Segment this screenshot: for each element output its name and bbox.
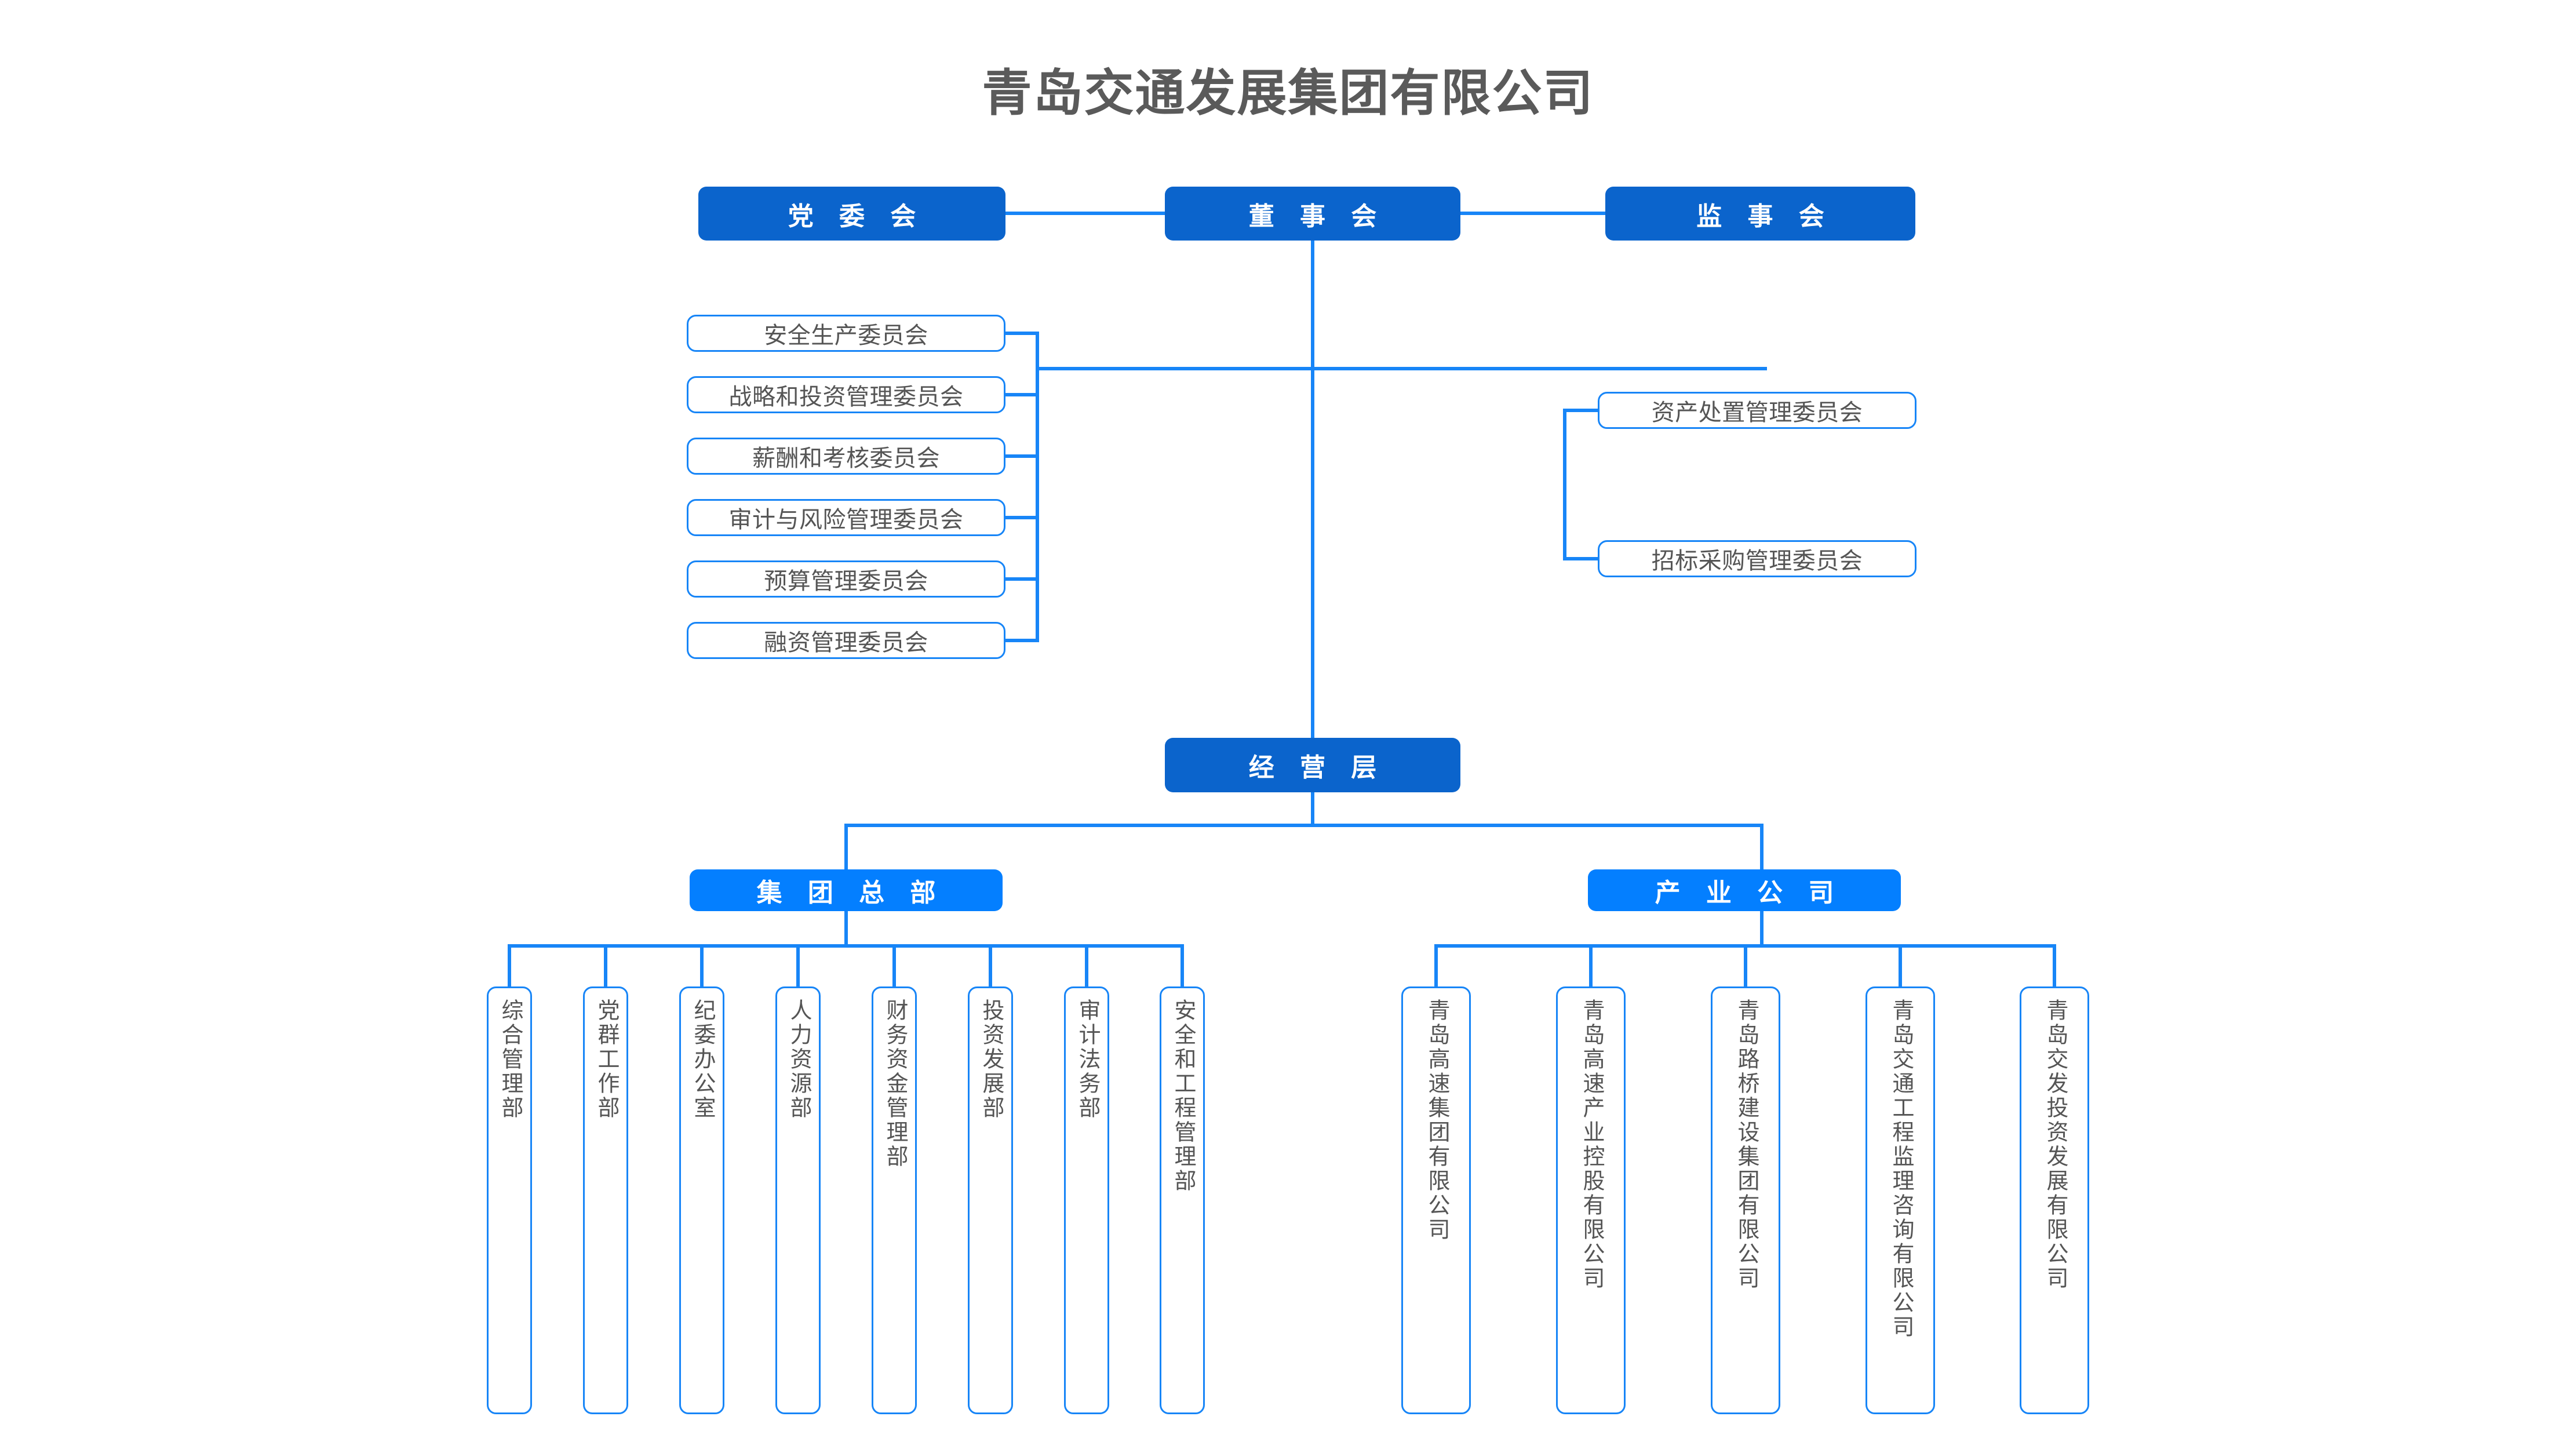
node-industrial-companies[interactable]: 产 业 公 司 [1588,869,1901,911]
node-committee-asset-disposal[interactable]: 资产处置管理委员会 [1598,392,1916,429]
department-label: 人力资源部 [786,999,811,1120]
node-subsidiary-qingdao-expressway-group[interactable]: 青岛高速集团有限公司 [1401,986,1471,1414]
subsidiary-label: 青岛路桥建设集团有限公司 [1733,999,1758,1291]
node-department-audit-legal[interactable]: 审计法务部 [1064,986,1109,1414]
node-party-committee[interactable]: 党 委 会 [698,187,1005,241]
node-committee-compensation-appraisal[interactable]: 薪酬和考核委员会 [687,438,1005,475]
node-committee-safety-production[interactable]: 安全生产委员会 [687,315,1005,352]
subsidiary-label: 青岛交发投资发展有限公司 [2042,999,2067,1291]
subsidiary-label: 青岛高速产业控股有限公司 [1579,999,1604,1291]
department-label: 党群工作部 [593,999,618,1120]
node-department-investment-development[interactable]: 投资发展部 [968,986,1013,1414]
node-subsidiary-qingdao-jiaofa-investment-development[interactable]: 青岛交发投资发展有限公司 [2020,986,2089,1414]
node-department-party-mass-work[interactable]: 党群工作部 [583,986,628,1414]
node-committee-financing[interactable]: 融资管理委员会 [687,622,1005,659]
subsidiary-label: 青岛高速集团有限公司 [1424,999,1449,1242]
node-department-human-resources[interactable]: 人力资源部 [775,986,821,1414]
node-subsidiary-qingdao-transport-engineering-supervision[interactable]: 青岛交通工程监理咨询有限公司 [1865,986,1935,1414]
node-operating-layer[interactable]: 经 营 层 [1165,738,1460,792]
node-department-general-management[interactable]: 综合管理部 [487,986,532,1414]
department-label: 综合管理部 [497,999,522,1120]
node-subsidiary-qingdao-expressway-industrial-holding[interactable]: 青岛高速产业控股有限公司 [1556,986,1626,1414]
node-committee-audit-risk[interactable]: 审计与风险管理委员会 [687,499,1005,536]
node-board-of-directors[interactable]: 董 事 会 [1165,187,1460,241]
node-committee-strategy-investment[interactable]: 战略和投资管理委员会 [687,376,1005,413]
subsidiary-label: 青岛交通工程监理咨询有限公司 [1888,999,1913,1339]
node-subsidiary-qingdao-road-bridge-construction-group[interactable]: 青岛路桥建设集团有限公司 [1711,986,1780,1414]
node-department-safety-engineering-management[interactable]: 安全和工程管理部 [1160,986,1205,1414]
node-committee-budget[interactable]: 预算管理委员会 [687,560,1005,598]
node-department-finance-fund-management[interactable]: 财务资金管理部 [872,986,917,1414]
department-label: 投资发展部 [978,999,1003,1120]
page-title: 青岛交通发展集团有限公司 [982,65,1594,121]
node-department-discipline-office[interactable]: 纪委办公室 [679,986,724,1414]
department-label: 纪委办公室 [690,999,715,1120]
node-board-of-supervisors[interactable]: 监 事 会 [1605,187,1915,241]
department-label: 财务资金管理部 [882,999,907,1169]
department-label: 审计法务部 [1074,999,1099,1120]
node-group-headquarters[interactable]: 集 团 总 部 [690,869,1003,911]
node-committee-procurement-tender[interactable]: 招标采购管理委员会 [1598,540,1916,577]
department-label: 安全和工程管理部 [1170,999,1195,1193]
